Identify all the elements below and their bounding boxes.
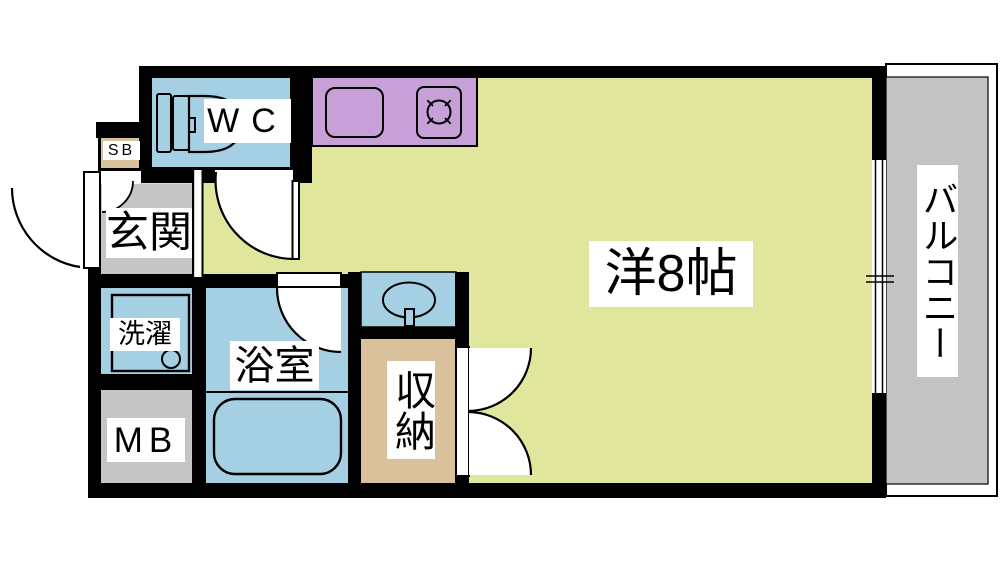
doors	[10, 171, 533, 477]
label-entrance: 玄関	[106, 208, 192, 258]
bathtub-icon	[206, 391, 348, 476]
wc-door-swing	[215, 172, 293, 259]
washbasin-icon	[382, 281, 436, 327]
stove-icon	[416, 86, 462, 139]
kitchen-sink-icon	[325, 87, 384, 138]
label-storage: 収納	[387, 361, 435, 459]
label-balcony: バルコニー	[917, 165, 959, 377]
entrance-step-arc	[102, 181, 133, 212]
label-meter-box: MB	[107, 418, 185, 462]
balcony-window	[866, 160, 894, 393]
entrance-door-leaf	[83, 171, 101, 269]
storage-door-leaf	[455, 346, 470, 477]
label-shoe-box: SB	[103, 141, 140, 160]
label-wc: WC	[204, 99, 291, 143]
entrance-partition	[192, 170, 204, 277]
balcony	[885, 63, 998, 497]
storage-door-swing-top	[469, 348, 531, 411]
label-bathroom: 浴室	[230, 341, 319, 390]
wc-door-leaf	[291, 180, 300, 260]
bathroom-door-swing	[277, 288, 341, 352]
bathroom-door-leaf	[276, 272, 342, 288]
label-main-room: 洋8帖	[589, 241, 753, 307]
entrance-door-arc	[10, 187, 81, 269]
label-laundry: 洗濯	[110, 318, 180, 351]
storage-door-swing-bottom	[469, 412, 531, 475]
